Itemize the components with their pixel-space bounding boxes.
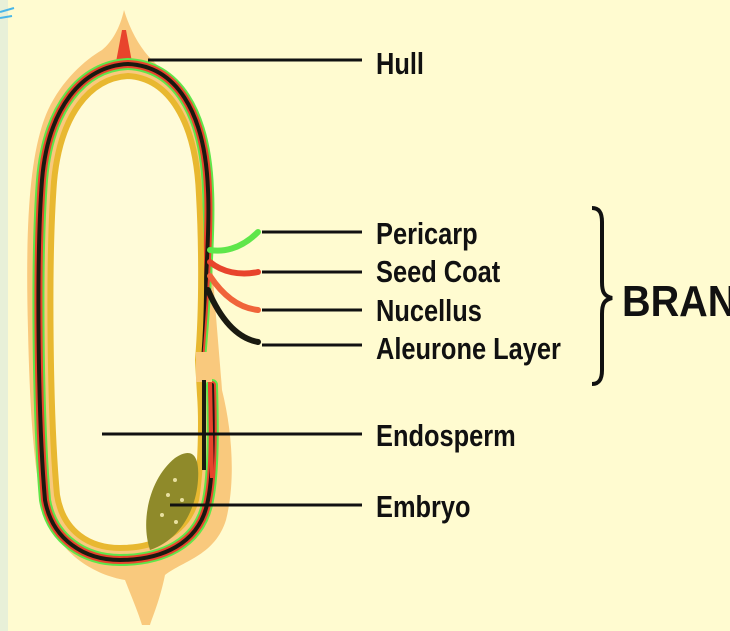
bran-brace xyxy=(592,208,612,384)
embryo-dot xyxy=(180,498,184,502)
hull-label: Hull xyxy=(376,47,424,82)
left-edge-stripe xyxy=(0,0,8,631)
aleurone-label: Aleurone Layer xyxy=(376,332,561,367)
seed-coat-peel xyxy=(210,262,258,274)
embryo-dot xyxy=(166,493,170,497)
pericarp-label: Pericarp xyxy=(376,217,478,252)
embryo-label: Embryo xyxy=(376,490,471,525)
nucellus-label: Nucellus xyxy=(376,294,482,329)
endosperm-label: Endosperm xyxy=(376,419,516,454)
embryo-dot xyxy=(173,478,177,482)
seed-coat-label: Seed Coat xyxy=(376,255,501,290)
bran-label: BRAN xyxy=(622,276,730,325)
seed-coat-lower xyxy=(210,382,212,478)
layer-gap xyxy=(196,352,212,382)
embryo-dot xyxy=(174,520,178,524)
embryo-dot xyxy=(160,513,164,517)
pericarp-peel xyxy=(210,232,258,251)
